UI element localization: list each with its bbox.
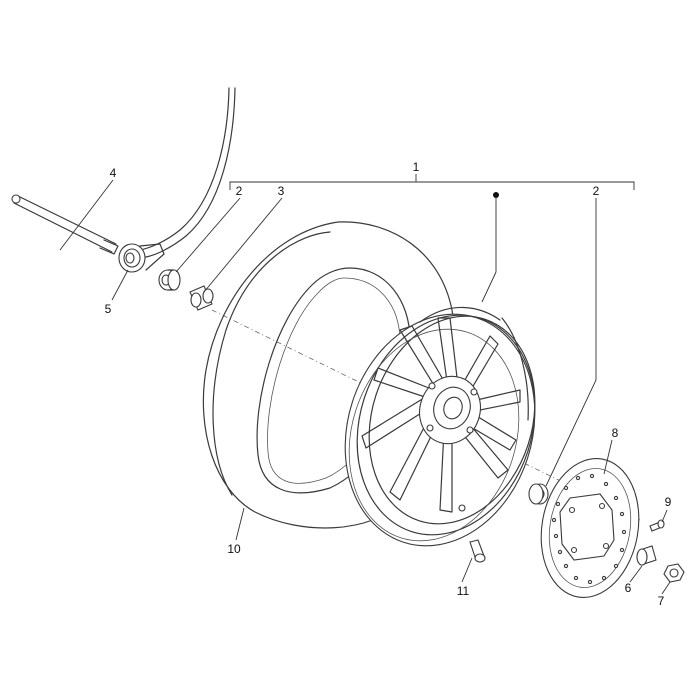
callout-10: 10	[227, 542, 241, 556]
callout-3: 3	[278, 184, 285, 198]
callout-11: 11	[457, 584, 470, 598]
brake-disc	[540, 458, 640, 598]
bearing-left	[158, 269, 181, 291]
axle-nut	[663, 563, 685, 583]
callout-5: 5	[105, 302, 112, 316]
callout-8: 8	[612, 426, 619, 440]
callout-2-left: 2	[236, 184, 243, 198]
group-bracket	[229, 174, 635, 303]
wheel-axle	[11, 194, 119, 255]
speedometer-cable	[139, 87, 236, 258]
callout-9: 9	[665, 495, 672, 509]
wheel-spokes	[361, 317, 521, 513]
callout-4: 4	[110, 166, 117, 180]
tyre-valve	[469, 539, 486, 563]
callout-6: 6	[625, 581, 632, 595]
callout-2-right: 2	[593, 184, 600, 198]
spacer	[189, 285, 214, 311]
callout-7: 7	[658, 594, 665, 608]
disc-spacer	[636, 545, 657, 566]
wheel-hub	[419, 375, 481, 512]
callout-1: 1	[413, 160, 420, 174]
disc-screw	[649, 519, 665, 532]
assembly-marker-dot	[493, 192, 499, 198]
speedometer-drive	[118, 243, 165, 273]
bearing-right	[528, 483, 549, 505]
leader-lines	[59, 179, 671, 595]
